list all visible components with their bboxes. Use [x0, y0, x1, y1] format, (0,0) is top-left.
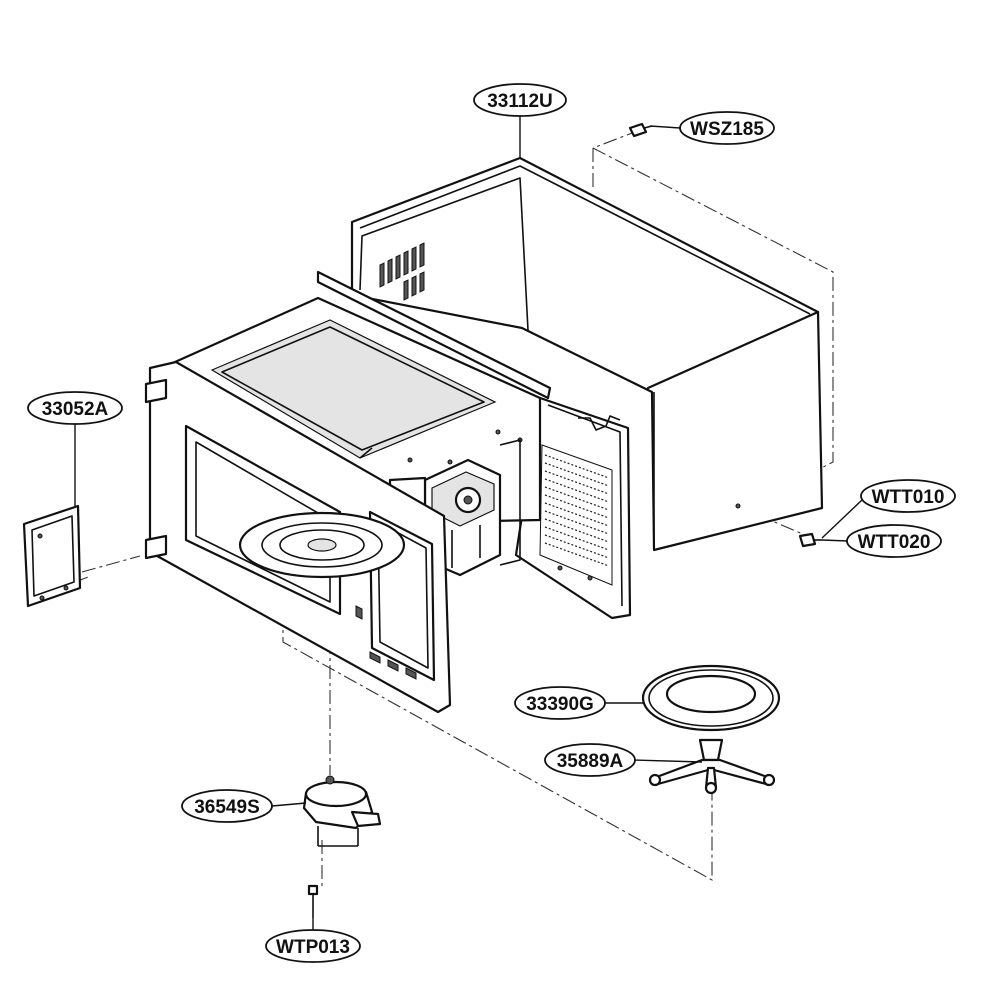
- glass-tray-part: [641, 664, 781, 732]
- cavity-turntable-ring: [238, 511, 406, 579]
- cover-plate-part: [22, 504, 82, 608]
- callout-roller: 35889A: [544, 743, 636, 777]
- callout-tray: 33390G: [514, 686, 606, 720]
- callout-label-screw-bottom: WTP013: [276, 937, 350, 958]
- screw-wtp013: [307, 884, 319, 918]
- screw-wsz185: [628, 122, 653, 138]
- roller-ring-part: [648, 738, 776, 795]
- callout-label-motor: 36549S: [194, 797, 260, 818]
- callout-label-screw-side-1: WTT010: [872, 487, 945, 508]
- callout-cabinet: 33112U: [473, 83, 567, 117]
- callout-screw-side-2: WTT020: [846, 524, 942, 558]
- callout-label-screw-top: WSZ185: [690, 119, 764, 140]
- callout-screw-top: WSZ185: [679, 111, 775, 145]
- callout-cover-plate: 33052A: [27, 391, 123, 425]
- callout-label-screw-side-2: WTT020: [858, 532, 931, 553]
- callout-label-cover-plate: 33052A: [42, 399, 109, 420]
- callout-screw-side-1: WTT010: [860, 479, 956, 513]
- cabinet-vent-slots: [379, 242, 425, 301]
- leader-lines: [74, 116, 863, 930]
- drive-motor-part: [302, 775, 382, 847]
- outer-cabinet: [350, 156, 824, 552]
- inner-cavity: [173, 270, 552, 524]
- screw-wtt010-wtt020: [798, 532, 822, 548]
- back-panel: [514, 396, 632, 620]
- callout-label-tray: 33390G: [526, 694, 594, 715]
- callout-screw-bottom: WTP013: [265, 929, 361, 963]
- callout-motor: 36549S: [181, 789, 273, 823]
- callout-label-cabinet: 33112U: [487, 91, 553, 112]
- callout-label-roller: 35889A: [557, 751, 624, 772]
